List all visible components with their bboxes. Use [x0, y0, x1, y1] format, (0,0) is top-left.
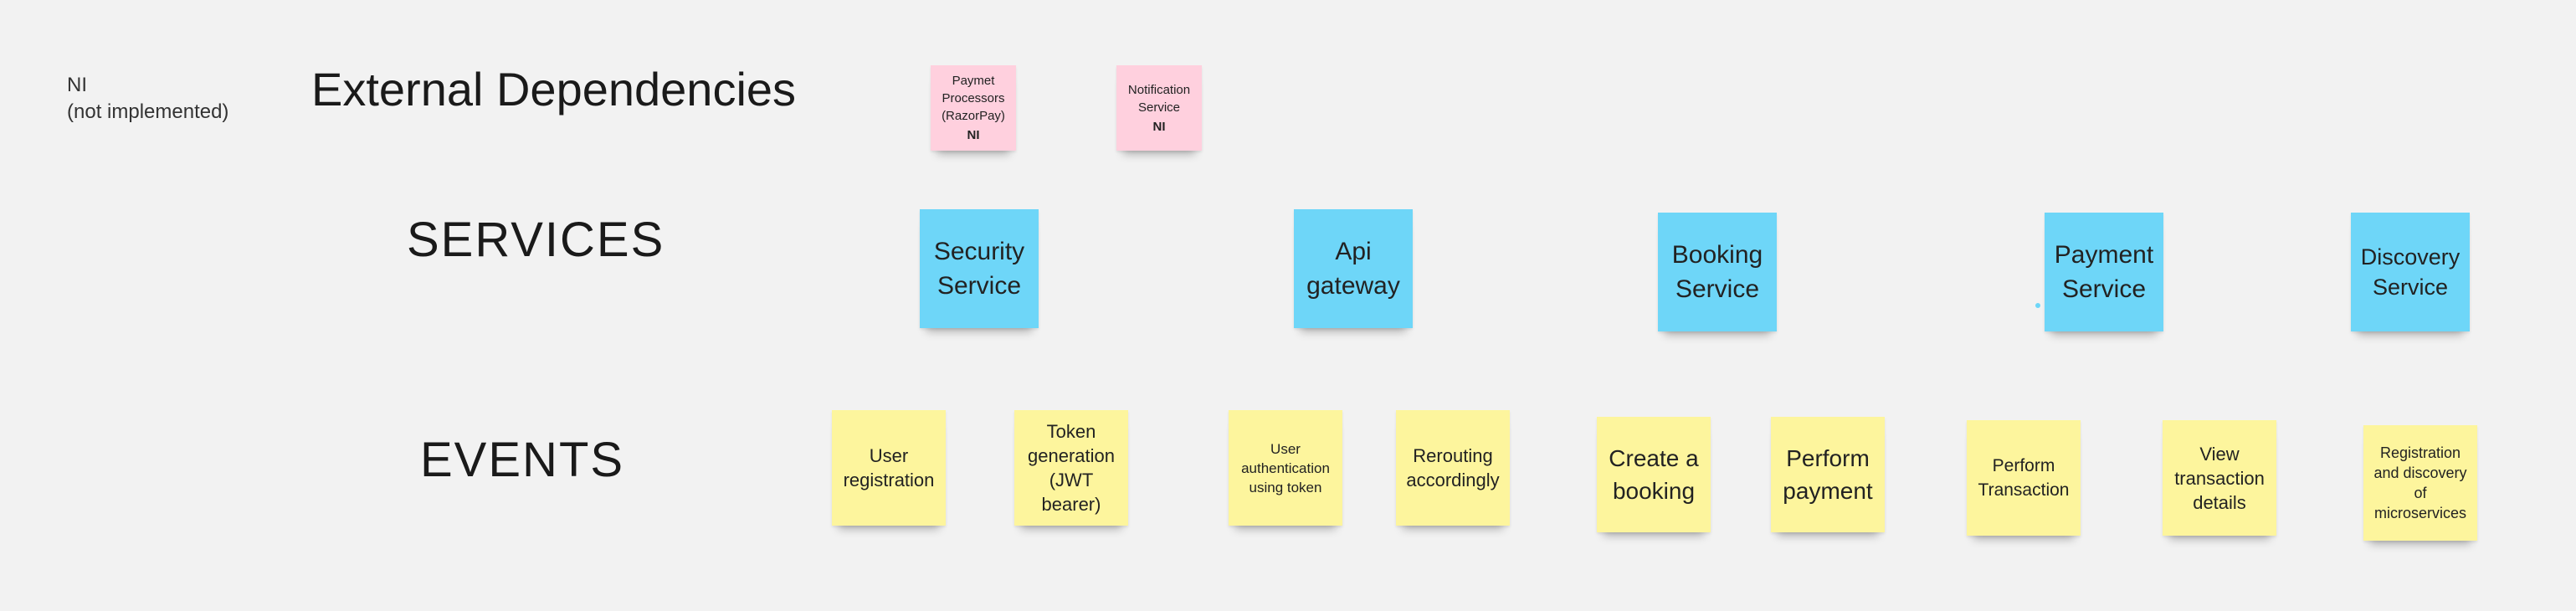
sticky-payment-service[interactable]: Payment Service	[2045, 213, 2163, 331]
sticky-text: View transaction details	[2174, 443, 2265, 513]
sticky-text: Token generation (JWT bearer)	[1028, 421, 1115, 515]
row-label-external-dependencies: External Dependencies	[311, 63, 797, 116]
sticky-text: Payment Service	[2054, 241, 2154, 303]
legend-note: NI (not implemented)	[67, 72, 228, 126]
sticky-user-authentication[interactable]: User authentication using token	[1229, 410, 1342, 526]
sticky-text: User authentication using token	[1241, 440, 1330, 495]
sticky-view-transaction-details[interactable]: View transaction details	[2163, 420, 2276, 536]
sticky-text: Booking Service	[1671, 241, 1763, 303]
sticky-payment-processors[interactable]: Paymet Processors (RazorPay) NI	[931, 65, 1016, 151]
sticky-booking-service[interactable]: Booking Service	[1658, 213, 1777, 331]
sticky-text: Notification Service	[1127, 82, 1191, 115]
sticky-text: Perform payment	[1783, 445, 1873, 504]
sticky-text: Rerouting accordingly	[1406, 445, 1500, 490]
not-implemented-badge: NI	[1152, 119, 1166, 134]
sticky-text: User registration	[843, 445, 935, 490]
sticky-text: Paymet Processors (RazorPay)	[942, 74, 1005, 123]
sticky-text: Registration and discovery of microservi…	[2373, 444, 2467, 521]
legend-description: (not implemented)	[67, 100, 229, 123]
sticky-text: Perform Transaction	[1978, 456, 2070, 500]
sticky-text: Discovery Service	[2360, 244, 2461, 300]
row-label-services: SERVICES	[407, 213, 665, 267]
sticky-user-registration[interactable]: User registration	[832, 410, 946, 526]
row-label-events: EVENTS	[420, 433, 625, 487]
not-implemented-badge: NI	[967, 128, 980, 142]
sticky-create-booking[interactable]: Create a booking	[1597, 417, 1711, 532]
sticky-perform-payment[interactable]: Perform payment	[1771, 417, 1885, 532]
connector-dot	[2035, 303, 2040, 308]
sticky-registration-discovery[interactable]: Registration and discovery of microservi…	[2363, 425, 2477, 541]
sticky-rerouting[interactable]: Rerouting accordingly	[1396, 410, 1510, 526]
sticky-text: Api gateway	[1306, 238, 1400, 300]
sticky-token-generation[interactable]: Token generation (JWT bearer)	[1014, 410, 1128, 526]
sticky-text: Create a booking	[1609, 445, 1699, 504]
sticky-text: Security Service	[933, 238, 1025, 300]
sticky-discovery-service[interactable]: Discovery Service	[2351, 213, 2470, 331]
legend-abbreviation: NI	[67, 74, 87, 96]
sticky-perform-transaction[interactable]: Perform Transaction	[1967, 420, 2081, 536]
sticky-api-gateway[interactable]: Api gateway	[1294, 209, 1413, 328]
sticky-notification-service[interactable]: Notification Service NI	[1116, 65, 1202, 151]
sticky-security-service[interactable]: Security Service	[920, 209, 1039, 328]
